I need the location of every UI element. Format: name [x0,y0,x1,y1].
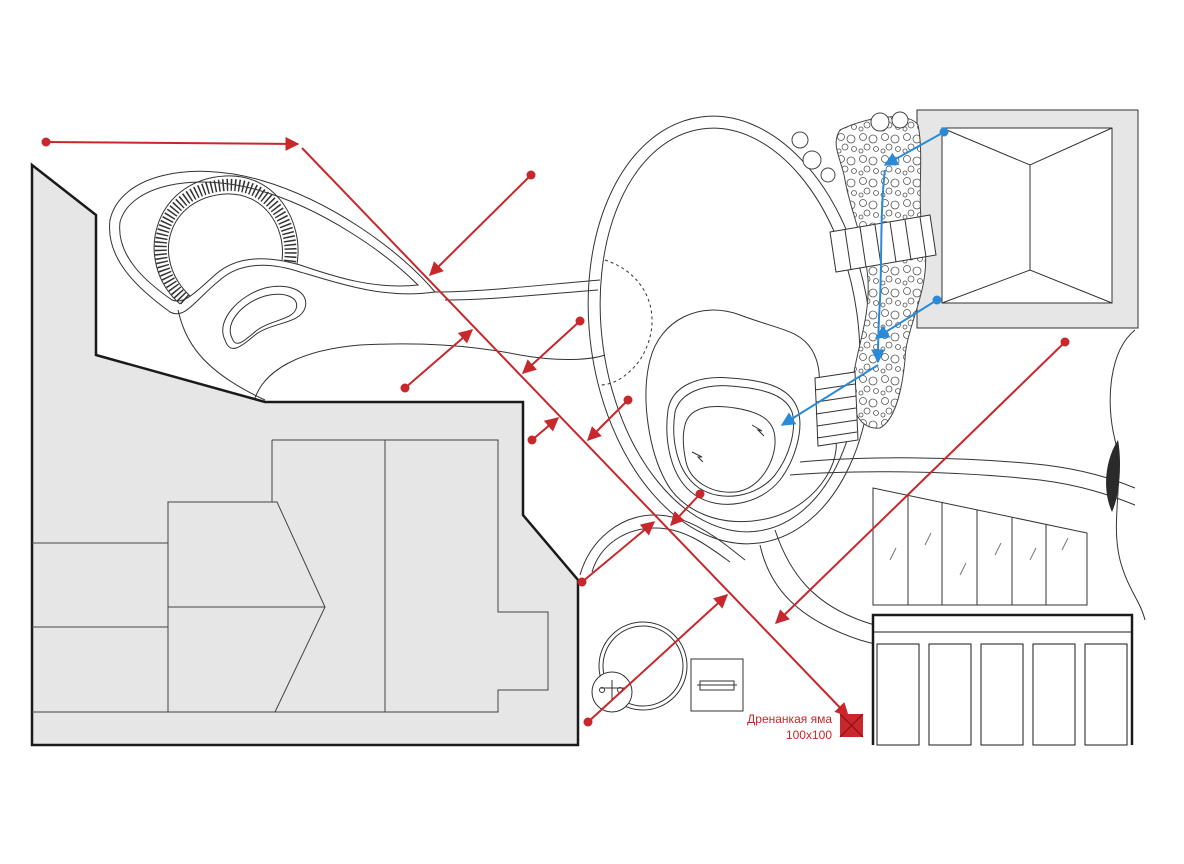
flow-nodes [932,127,949,305]
flow-to-pond [780,364,879,426]
drain-node [526,170,536,180]
drainage-pit-size: 100x100 [785,728,832,742]
drain-branch-8 [587,594,729,723]
dry-stream [791,111,927,429]
drain-lines [45,136,1066,723]
drain-branch-5 [587,399,629,441]
drain-node [575,316,585,326]
flow-stream [871,169,886,364]
amphitheatre [109,170,606,401]
drain-main-top [45,136,300,151]
drain-node [577,577,587,587]
bridge-lower [814,371,859,447]
drain-branch-7 [581,521,656,583]
drain-main-diagonal [301,147,849,718]
round-feature [591,621,688,713]
house [30,162,580,747]
pond-water-edge [682,406,776,493]
gazebo [916,109,1139,329]
drain-branch-9 [774,341,1066,624]
house-roof-lines [32,439,549,713]
drain-node [623,395,633,405]
drain-branch-2 [404,329,474,389]
drain-branch-4 [531,417,560,441]
drain-node [400,383,410,393]
flow-gazebo-top [883,131,945,166]
drain-nodes [41,137,1070,727]
drain-node [527,435,537,445]
right-hedge [1106,440,1120,512]
drain-node [41,137,51,147]
drainage-pit-label: Дренанкая яма 100x100 [690,711,832,743]
outbuilding [871,613,1134,746]
drain-branch-1 [429,174,532,276]
bridge-upper [829,214,937,273]
small-pond [222,285,307,349]
lawn-dashed-arc [599,259,653,386]
flow-gazebo-bottom [874,299,938,339]
drain-branch-6 [670,493,701,527]
fish-2 [691,451,704,463]
fish-1 [751,424,765,437]
flow-node [939,127,949,137]
seating-ring [154,178,297,305]
flow-node [932,295,942,305]
drain-branch-3 [521,320,581,374]
drainage-pit-icon [839,713,864,738]
house-footprint [30,162,580,747]
drainage-pit-title: Дренанкая яма [747,712,832,726]
drain-node [1060,337,1070,347]
pond [645,309,837,522]
grill-box [690,658,744,712]
drain-node [695,489,705,499]
water-flow-lines [780,131,945,426]
drain-node [583,717,593,727]
greenhouse [872,487,1088,606]
